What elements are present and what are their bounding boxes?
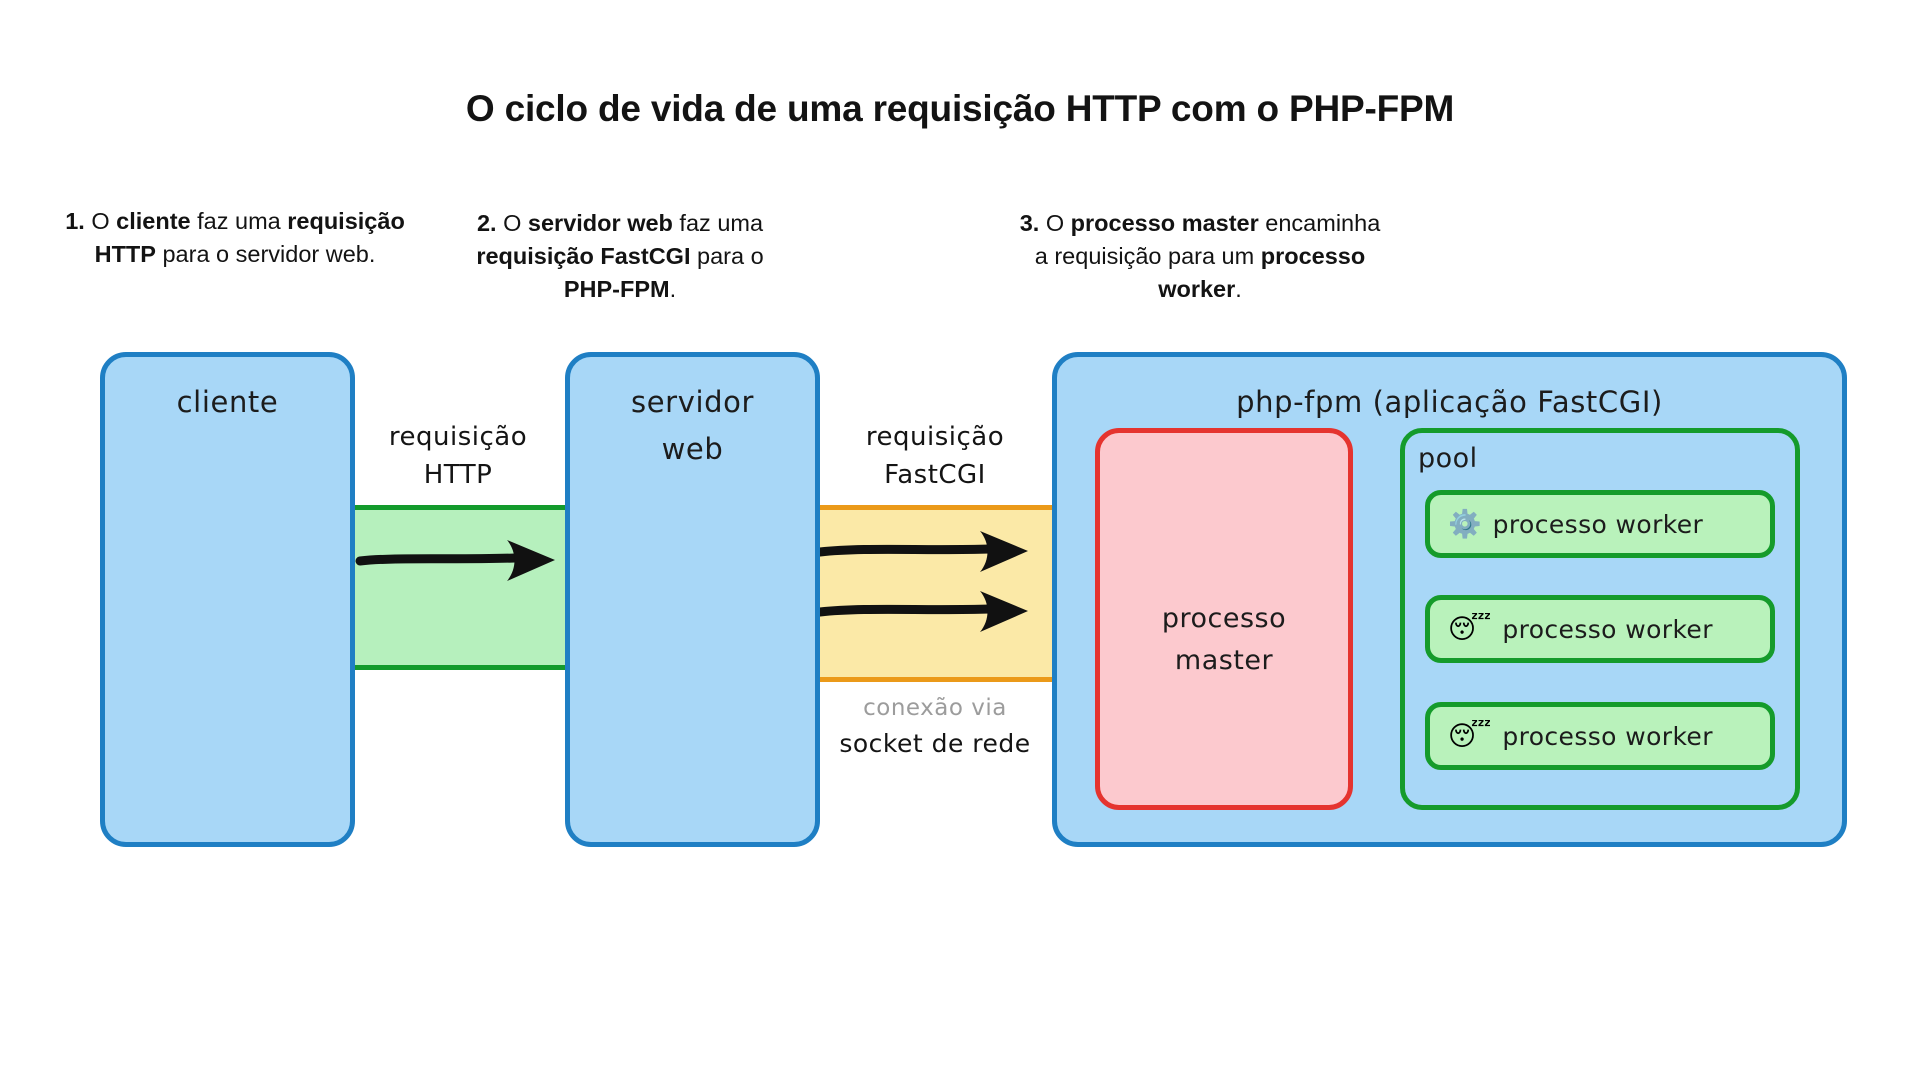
socket-connection-label: conexão via socket de rede	[790, 690, 1080, 762]
http-connection-band	[352, 505, 568, 670]
caption-step-2: 2. O servidor web faz uma requisição Fas…	[455, 207, 785, 306]
arrow-server-to-phpfpm-2	[815, 591, 1028, 632]
caption-step-1-text: O cliente faz uma requisição HTTP para o…	[84, 208, 405, 267]
box-cliente[interactable]: cliente	[100, 352, 355, 847]
caption-step-3-number: 3.	[1019, 210, 1040, 236]
fastcgi-connection-band	[812, 505, 1058, 682]
box-php-fpm-label: php-fpm (aplicação FastCGI)	[1236, 385, 1663, 419]
http-connection-label: requisição HTTP	[333, 418, 583, 494]
socket-connection-label-line1: conexão via	[863, 695, 1007, 721]
http-connection-label-line1: requisição	[388, 422, 528, 452]
box-processo-master-label: processo master	[1100, 598, 1348, 682]
box-servidor-web-label-line1: servidor	[631, 385, 754, 419]
sleeping-face-icon: 😴	[1448, 720, 1492, 752]
caption-step-3: 3. O processo master encaminha a requisi…	[1010, 207, 1390, 306]
caption-step-1: 1. O cliente faz uma requisição HTTP par…	[60, 205, 410, 271]
box-pool[interactable]	[1400, 428, 1800, 810]
caption-step-3-text: O processo master encaminha a requisição…	[1034, 210, 1381, 302]
socket-connection-label-line2: socket de rede	[839, 729, 1031, 758]
worker-item-label: processo worker	[1492, 509, 1704, 539]
box-servidor-web-label: servidor web	[570, 379, 815, 473]
worker-item[interactable]: 😴 processo worker	[1425, 702, 1775, 770]
box-servidor-web-label-line2: web	[661, 432, 724, 466]
sleeping-face-icon: 😴	[1448, 613, 1492, 645]
arrow-server-to-phpfpm-1	[815, 531, 1028, 572]
page-title: O ciclo de vida de uma requisição HTTP c…	[465, 88, 1455, 129]
worker-item-label: processo worker	[1502, 721, 1713, 751]
box-pool-label: pool	[1418, 443, 1478, 474]
gear-icon: ⚙️	[1448, 508, 1482, 540]
box-servidor-web[interactable]: servidor web	[565, 352, 820, 847]
caption-step-2-number: 2.	[476, 210, 497, 236]
box-processo-master[interactable]: processo master	[1095, 428, 1353, 810]
http-connection-label-line2: HTTP	[423, 460, 493, 490]
caption-step-2-text: O servidor web faz uma requisição FastCG…	[476, 210, 764, 302]
fastcgi-connection-label-line2: FastCGI	[884, 460, 986, 490]
box-processo-master-label-line2: master	[1174, 645, 1274, 676]
fastcgi-connection-label-line1: requisição	[865, 422, 1005, 452]
arrow-client-to-server	[355, 540, 555, 581]
box-cliente-label: cliente	[176, 385, 279, 419]
worker-item[interactable]: ⚙️ processo worker	[1425, 490, 1775, 558]
box-processo-master-label-line1: processo	[1161, 603, 1287, 634]
caption-step-1-number: 1.	[65, 208, 85, 234]
worker-item[interactable]: 😴 processo worker	[1425, 595, 1775, 663]
worker-item-label: processo worker	[1502, 614, 1713, 644]
fastcgi-connection-label: requisição FastCGI	[800, 418, 1070, 494]
